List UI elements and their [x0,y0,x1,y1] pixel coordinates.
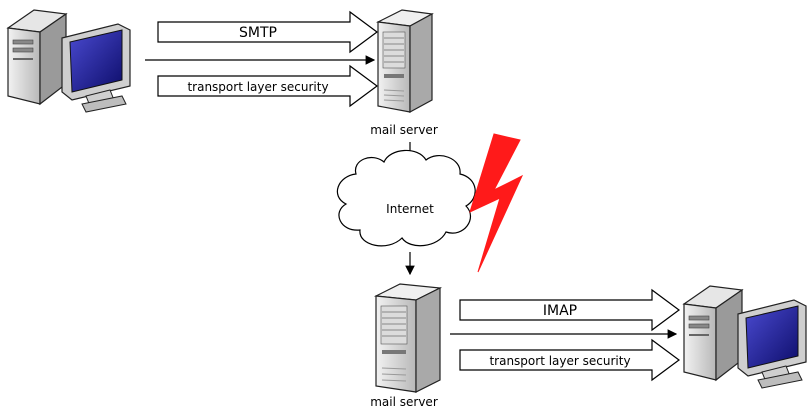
smtp-arrow: SMTP [157,10,379,54]
imap-arrow: IMAP [459,288,681,332]
tls-bottom-label: transport layer security [489,354,630,368]
mail-server-top-label: mail server [370,123,438,137]
smtp-label: SMTP [239,25,277,41]
client-computer-top-icon [6,9,131,113]
lightning-bolt-icon [469,133,524,273]
client-computer-bottom-icon [682,285,807,389]
tls-arrow-top: transport layer security [157,64,379,108]
mail-server-bottom-icon [373,283,443,393]
internet-label: Internet [386,202,434,216]
mail-server-top-icon [375,9,434,114]
internet-cloud-icon [336,149,476,247]
imap-label: IMAP [543,303,577,319]
tls-top-label: transport layer security [187,80,328,94]
tls-arrow-bottom: transport layer security [459,338,681,382]
mail-server-bottom-label: mail server [370,395,438,409]
